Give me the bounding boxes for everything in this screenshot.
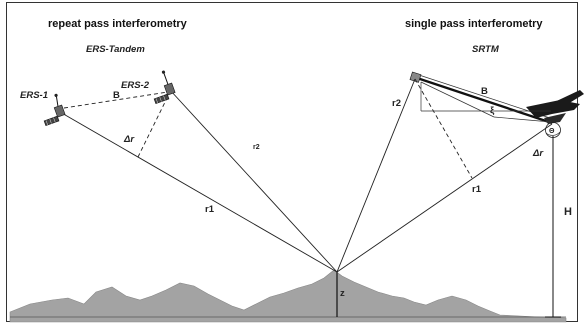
space-shuttle-icon [526, 90, 584, 124]
elevation-label: z [340, 288, 345, 299]
ers-1-satellite-icon [43, 93, 66, 127]
right-subtitle: SRTM [472, 44, 500, 55]
right-range-difference-line [414, 78, 473, 179]
left-baseline-label: B [113, 90, 120, 101]
baseline-inner-line [420, 81, 495, 118]
right-title: single pass interferometry [405, 18, 543, 30]
height-label: H [564, 206, 572, 218]
right-baseline-label: B [481, 86, 488, 97]
left-range-difference-line [137, 91, 171, 158]
left-title: repeat pass interferometry [48, 18, 188, 30]
right-baseline-angle-label: ξ [490, 105, 495, 116]
baseline-triangle-side [493, 116, 552, 123]
left-range-1-label: r1 [205, 204, 215, 215]
ers-2-label: ERS-2 [121, 80, 150, 91]
right-range-2-ray [336, 78, 416, 273]
left-range-2-ray [169, 89, 338, 273]
right-range-1-label: r1 [472, 184, 482, 195]
right-range-difference-label: Δr [532, 148, 544, 159]
ers-1-label: ERS-1 [20, 90, 48, 101]
left-panel: repeat pass interferometry ERS-Tandem [20, 18, 338, 273]
left-range-difference-label: Δr [123, 134, 135, 145]
right-panel: single pass interferometry SRTM [336, 18, 584, 318]
terrain: z [9, 269, 567, 323]
right-range-1-ray [336, 123, 553, 273]
srtm-outboard-antenna-icon [409, 71, 422, 83]
terrain-profile [9, 269, 567, 323]
left-baseline-line [63, 91, 169, 109]
right-look-angle-label: Θ [549, 128, 555, 135]
right-range-2-label: r2 [392, 98, 401, 109]
ers-2-satellite-icon [153, 70, 176, 105]
srtm-mast [416, 76, 553, 125]
left-range-1-ray [59, 111, 338, 273]
left-range-2-label: r2 [253, 144, 260, 151]
left-subtitle: ERS-Tandem [86, 44, 145, 55]
